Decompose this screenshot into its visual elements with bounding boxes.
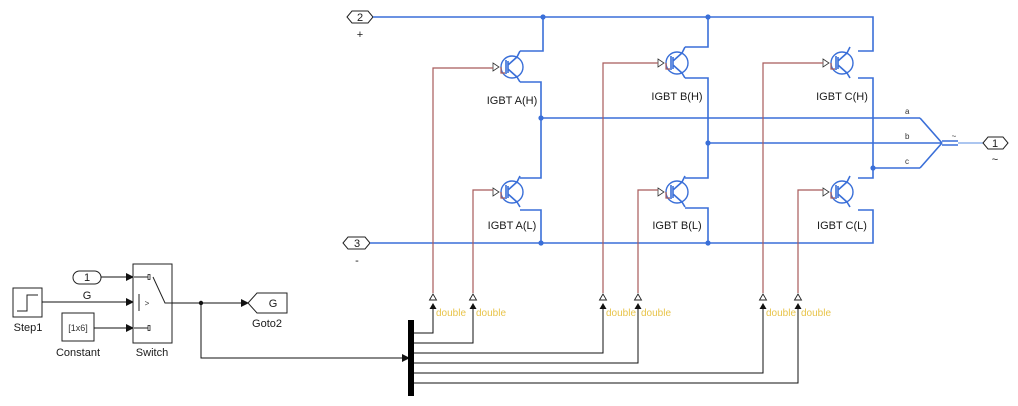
constant-block[interactable]: [1x6] Constant bbox=[56, 312, 100, 359]
port-ac-out-label: ~ bbox=[992, 154, 998, 166]
leg-b-wiring[interactable] bbox=[685, 17, 920, 243]
phase-label-c: c bbox=[905, 157, 909, 166]
demux-outputs[interactable] bbox=[414, 309, 799, 384]
datatype-label: double bbox=[436, 308, 466, 319]
port-ac-out-number: 1 bbox=[992, 138, 998, 150]
datatype-label: double bbox=[766, 308, 796, 319]
step-label: Step1 bbox=[14, 322, 43, 334]
igbt-icon bbox=[500, 180, 524, 204]
converter-port-2[interactable]: double bbox=[598, 293, 637, 319]
mux-symbol: ~ bbox=[952, 132, 957, 141]
leg-a-wiring[interactable] bbox=[520, 17, 920, 243]
step-icon bbox=[17, 294, 38, 312]
switch-to-demux-wire[interactable] bbox=[200, 303, 410, 362]
igbt-icon bbox=[830, 51, 854, 75]
igbt-label: IGBT B(H) bbox=[651, 91, 702, 103]
port-dc-minus-label: - bbox=[355, 255, 359, 267]
step-block[interactable]: Step1 bbox=[12, 287, 43, 334]
from-block[interactable]: 1 G bbox=[72, 270, 102, 302]
converter-port-1[interactable]: double bbox=[468, 293, 507, 319]
port-dc-plus-number: 2 bbox=[357, 12, 363, 24]
phase-label-a: a bbox=[905, 107, 910, 116]
dc-plus-bus[interactable] bbox=[373, 16, 874, 52]
igbt-3[interactable]: IGBT A(L) bbox=[488, 175, 537, 232]
constant-label: Constant bbox=[56, 347, 100, 359]
phase-label-b: b bbox=[905, 132, 910, 141]
constant-value: [1x6] bbox=[68, 323, 88, 333]
from-label: G bbox=[83, 290, 92, 302]
converter-port-5[interactable]: double bbox=[793, 293, 832, 319]
gate-wires[interactable] bbox=[432, 62, 823, 293]
igbt-label: IGBT A(L) bbox=[488, 220, 537, 232]
igbt-icon bbox=[830, 180, 854, 204]
converter-port-3[interactable]: double bbox=[633, 293, 672, 319]
igbt-1[interactable]: IGBT B(H) bbox=[651, 46, 703, 103]
branch-dot bbox=[198, 300, 204, 306]
goto-tag: G bbox=[269, 298, 278, 310]
switch-block[interactable]: > Switch bbox=[132, 263, 173, 359]
igbt-label: IGBT C(L) bbox=[817, 220, 867, 232]
switch-icon bbox=[134, 276, 172, 329]
dc-minus-bus[interactable] bbox=[370, 209, 874, 244]
port-dc-plus[interactable]: 2 + bbox=[346, 10, 374, 41]
phase-bundle[interactable] bbox=[919, 117, 958, 169]
port-dc-minus-number: 3 bbox=[354, 238, 360, 250]
datatype-label: double bbox=[476, 308, 506, 319]
converter-port-4[interactable]: double bbox=[758, 293, 797, 319]
igbt-icon bbox=[500, 55, 524, 79]
switch-criteria: > bbox=[145, 299, 150, 308]
datatype-label: double bbox=[801, 308, 831, 319]
igbt-icon bbox=[665, 51, 689, 75]
igbt-4[interactable]: IGBT B(L) bbox=[652, 175, 702, 232]
converter-port-0[interactable]: double bbox=[428, 293, 467, 319]
goto-label: Goto2 bbox=[252, 318, 282, 330]
datatype-label: double bbox=[641, 308, 671, 319]
junction-dots bbox=[538, 14, 876, 246]
from-value: 1 bbox=[84, 272, 90, 284]
switch-label: Switch bbox=[136, 347, 168, 359]
demux-block[interactable] bbox=[408, 320, 414, 396]
igbt-5[interactable]: IGBT C(L) bbox=[817, 175, 867, 232]
igbt-label: IGBT A(H) bbox=[487, 95, 538, 107]
igbt-0[interactable]: IGBT A(H) bbox=[487, 50, 538, 107]
igbt-icon bbox=[665, 180, 689, 204]
port-dc-minus[interactable]: 3 - bbox=[342, 236, 371, 267]
igbt-2[interactable]: IGBT C(H) bbox=[816, 46, 868, 103]
igbt-label: IGBT B(L) bbox=[652, 220, 701, 232]
goto-block[interactable]: G Goto2 bbox=[247, 292, 288, 330]
port-ac-out[interactable]: 1 ~ bbox=[982, 136, 1009, 166]
datatype-label: double bbox=[606, 308, 636, 319]
igbt-label: IGBT C(H) bbox=[816, 91, 868, 103]
leg-c-wiring[interactable] bbox=[858, 77, 920, 179]
port-dc-plus-label: + bbox=[357, 29, 363, 41]
